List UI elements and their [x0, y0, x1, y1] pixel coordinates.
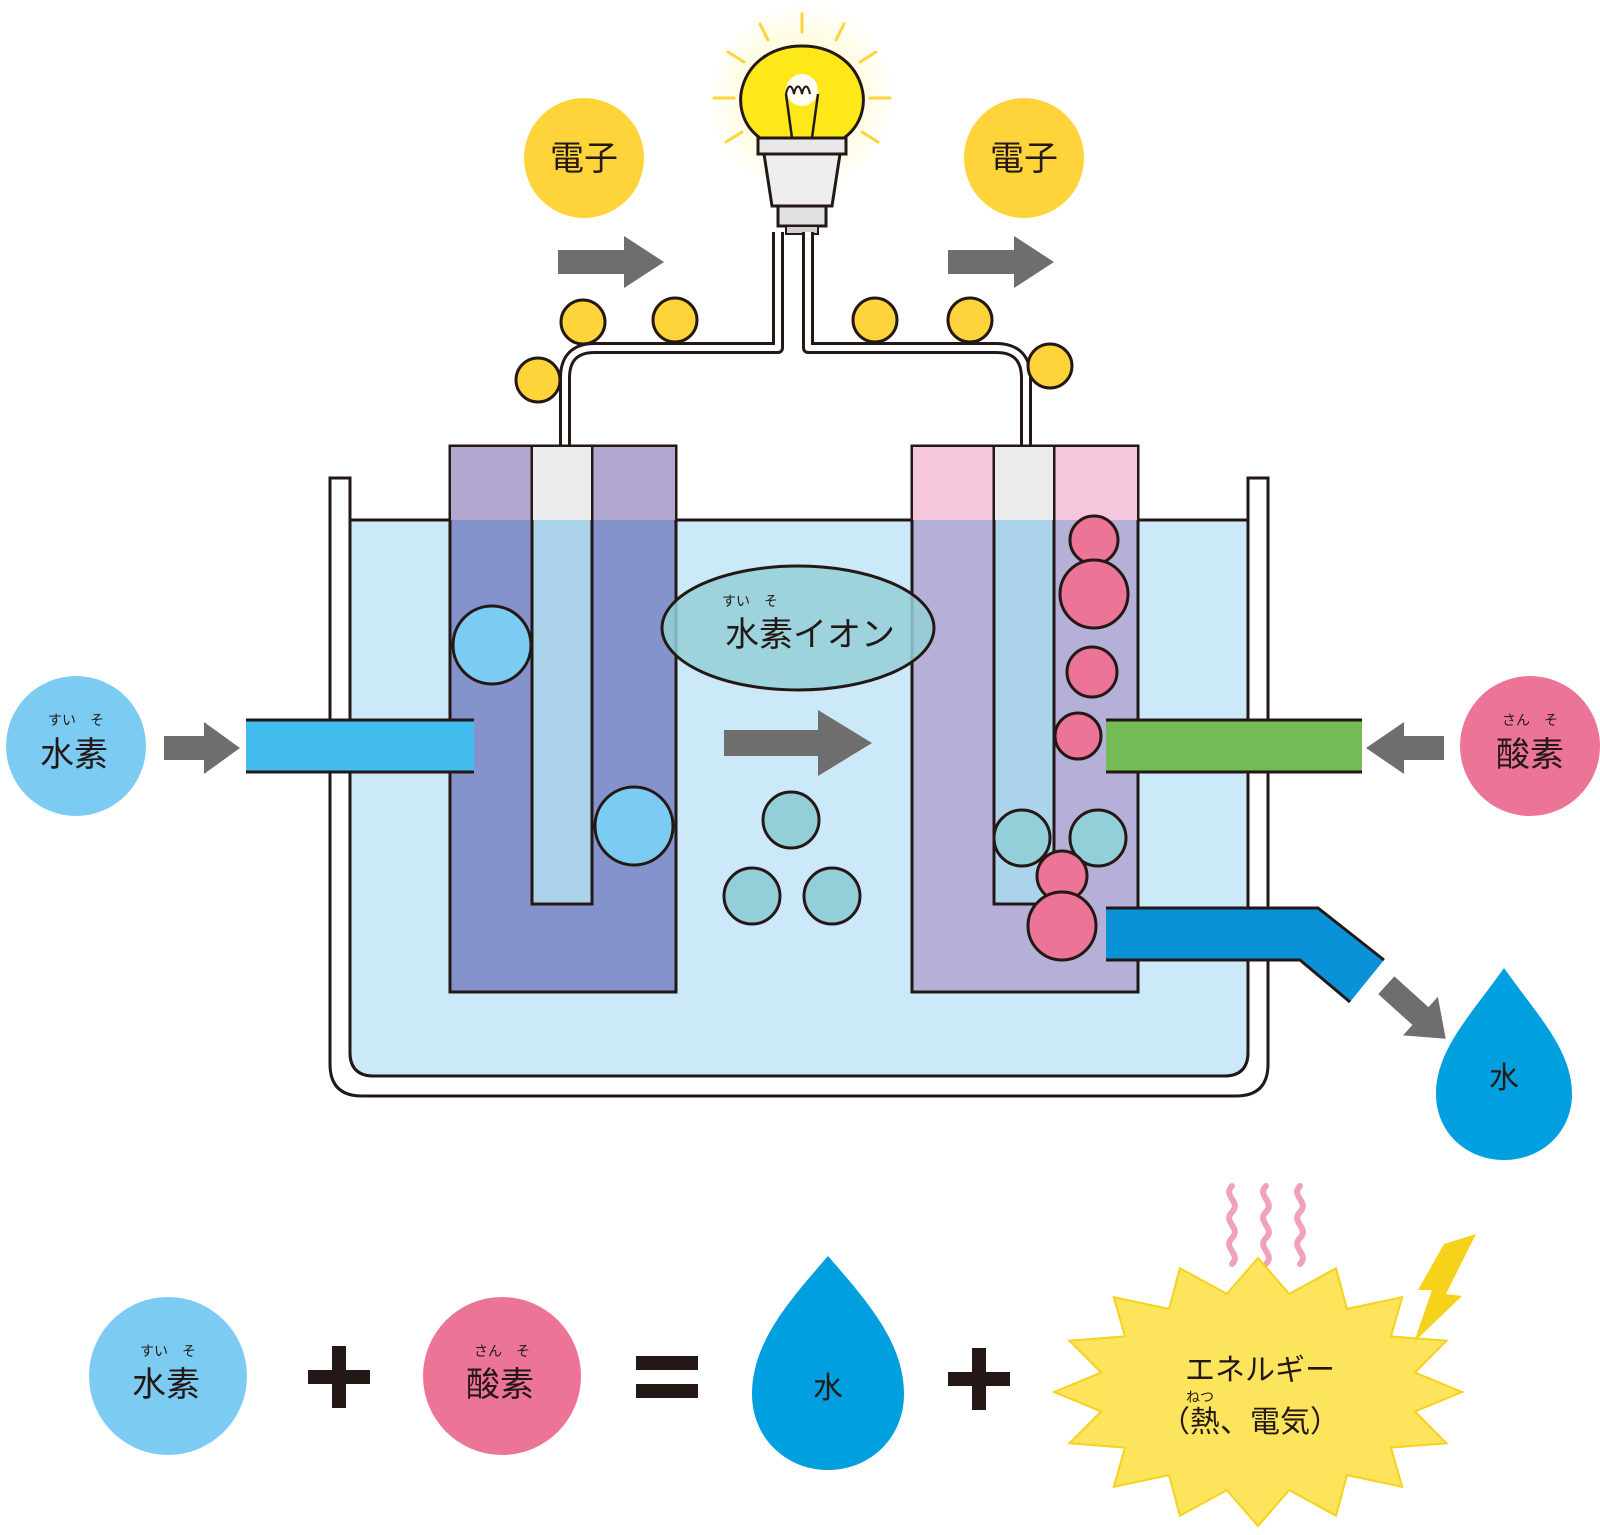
hydrogen-ions — [722, 790, 862, 926]
svg-text:水: 水 — [1489, 1061, 1519, 1096]
electron-particle — [946, 296, 994, 344]
svg-text:水素: 水素 — [132, 1365, 200, 1405]
energy-burst-icon — [1051, 1256, 1465, 1528]
hydrogen-input-label: すい そ 水素 — [6, 676, 146, 816]
svg-text:電子: 電子 — [550, 139, 618, 179]
hydrogen-ion-label: すい そ 水素イオン — [660, 564, 936, 692]
oxygen-molecule — [1058, 558, 1130, 630]
oxygen-molecule — [1065, 645, 1119, 699]
energy-label: エネルギー — [1185, 1353, 1335, 1388]
svg-text:さん そ: さん そ — [474, 1344, 530, 1360]
water-formation — [992, 808, 1128, 962]
svg-text:さん そ: さん そ — [1502, 713, 1558, 729]
equation-oxygen: さん そ 酸素 — [423, 1297, 581, 1455]
arrow-left-icon — [1366, 722, 1444, 774]
hydrogen-ion-particle — [722, 866, 782, 926]
hydrogen-ion-particle — [802, 866, 862, 926]
lightning-icon — [1414, 1234, 1476, 1342]
electron-label-left: 電子 — [524, 98, 644, 218]
hydrogen-molecule — [593, 785, 675, 867]
electron-particle — [851, 296, 899, 344]
water-pipe — [1106, 906, 1385, 1004]
oxygen-pipe — [1106, 718, 1362, 774]
oxygen-molecule — [1068, 514, 1120, 566]
svg-text:酸素: 酸素 — [1496, 735, 1564, 775]
plus-sign: + — [308, 1346, 370, 1408]
water-drop-icon: 水 — [1436, 968, 1572, 1160]
equals-sign: = — [636, 1356, 698, 1398]
water-drop-icon: 水 — [752, 1256, 904, 1470]
energy-subtitle: （熱、電気） — [1160, 1405, 1340, 1440]
arrow-right-icon — [948, 236, 1054, 288]
svg-text:水素イオン: 水素イオン — [725, 615, 895, 655]
electron-particles — [514, 296, 1074, 404]
svg-text:水素: 水素 — [40, 735, 108, 775]
equation-hydrogen: すい そ 水素 — [89, 1297, 247, 1455]
oxygen-molecules — [1053, 514, 1130, 761]
svg-text:すい そ: すい そ — [140, 1344, 196, 1360]
hydrogen-pipe — [246, 718, 474, 774]
electron-particle — [651, 296, 699, 344]
svg-text:すい そ: すい そ — [48, 713, 104, 729]
oxygen-molecule — [1053, 711, 1103, 761]
arrow-right-icon — [724, 710, 872, 776]
hydrogen-molecule — [451, 604, 533, 686]
energy-ruby: ねつ — [1186, 1390, 1214, 1406]
electron-particle — [514, 356, 562, 404]
wire — [559, 232, 1032, 452]
svg-text:酸素: 酸素 — [466, 1365, 534, 1405]
anode-electrode — [448, 444, 678, 994]
hydrogen-molecules — [451, 604, 675, 867]
svg-text:水: 水 — [813, 1371, 843, 1406]
electron-label-right: 電子 — [964, 98, 1084, 218]
arrow-right-icon — [558, 236, 664, 288]
arrow-right-icon — [164, 722, 240, 774]
electron-particle — [1026, 342, 1074, 390]
light-bulb-icon — [707, 3, 897, 235]
svg-text:電子: 電子 — [990, 139, 1058, 179]
hydrogen-ion-particle — [761, 790, 821, 850]
svg-text:すい そ: すい そ — [722, 594, 778, 610]
electron-particle — [559, 298, 607, 346]
plus-sign: + — [948, 1348, 1010, 1410]
arrow-down-right-icon — [1378, 976, 1446, 1039]
oxygen-input-label: さん そ 酸素 — [1460, 676, 1600, 816]
heat-wave-icon — [1226, 1183, 1306, 1267]
